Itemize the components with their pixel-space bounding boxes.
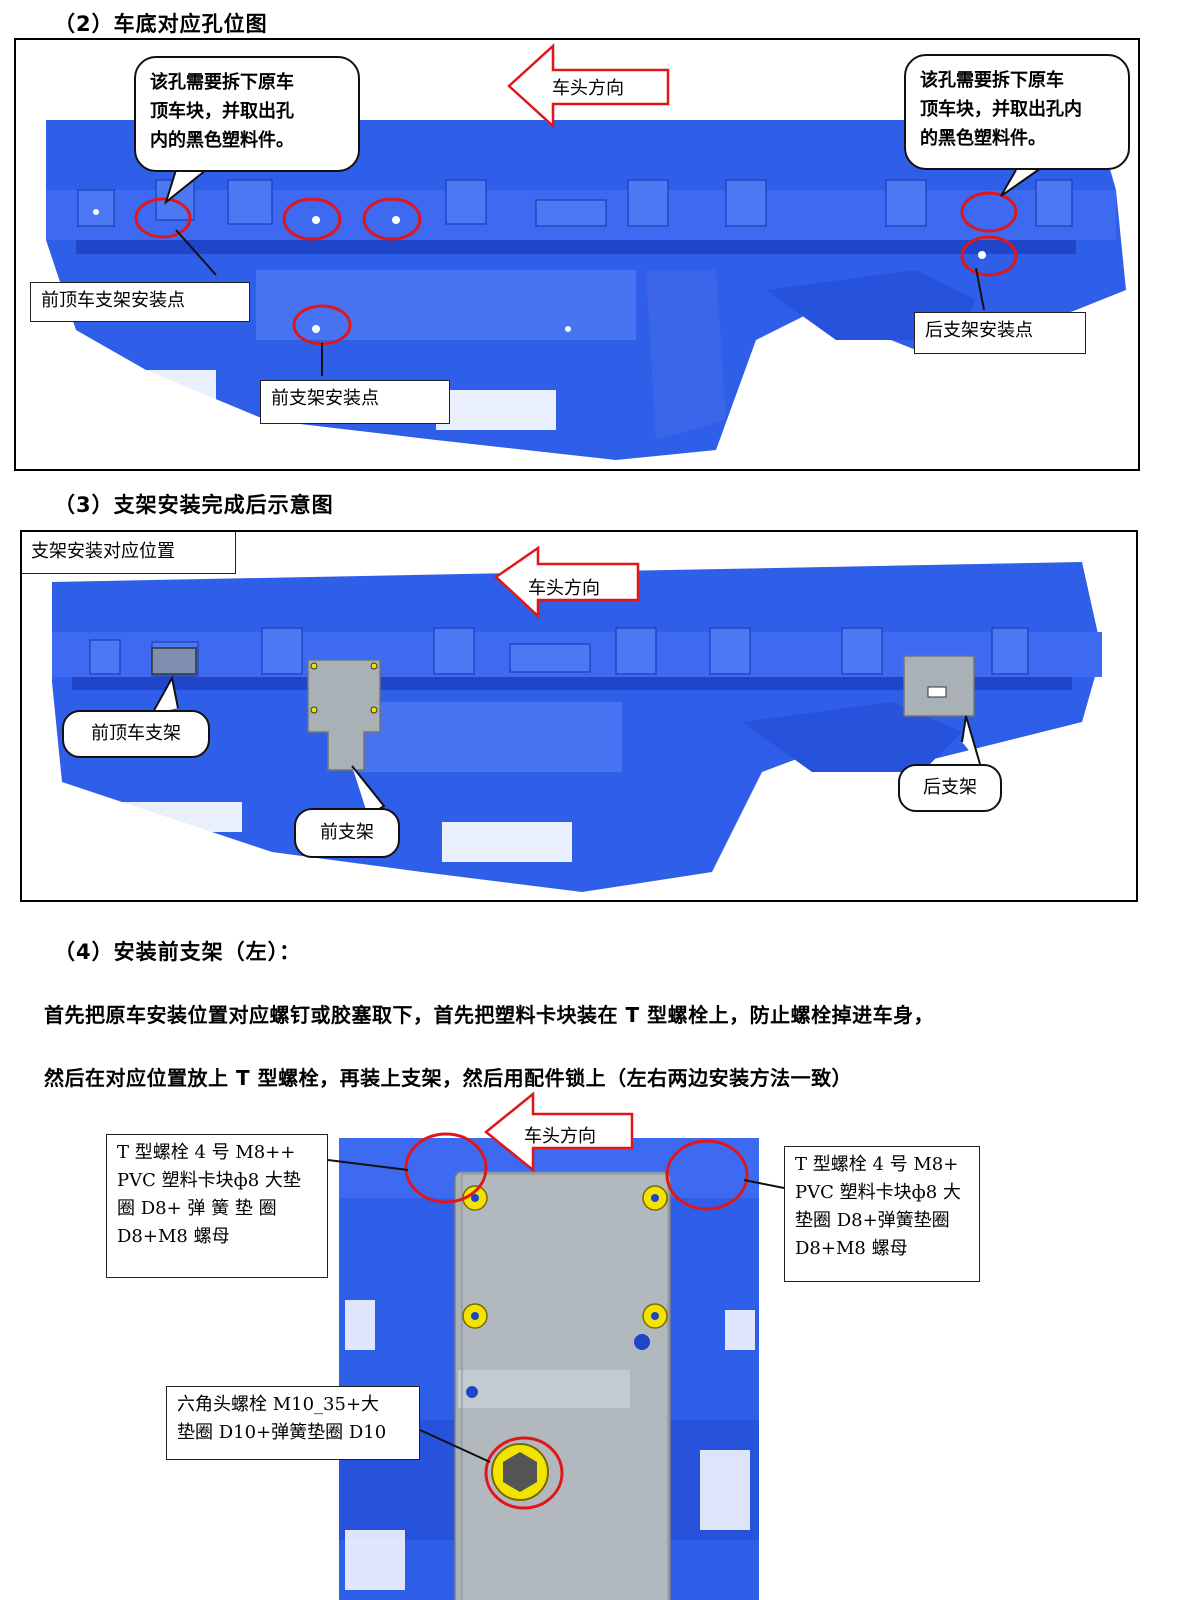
direction-arrow-icon xyxy=(494,545,640,619)
front-roof-bracket-plate xyxy=(151,647,197,675)
callout-right-t-bolt: T 型螺栓 4 号 M8+ PVC 塑料卡块ф8 大 垫圈 D8+弹簧垫圈 D8… xyxy=(784,1146,980,1282)
hole-highlight xyxy=(960,235,1018,277)
direction-arrow-icon xyxy=(484,1091,634,1173)
instruction-line-2: 然后在对应位置放上 T 型螺栓，再装上支架，然后用配件锁上（左右两边安装方法一致… xyxy=(44,1066,853,1090)
hole-highlight xyxy=(404,1132,488,1204)
direction-label: 车头方向 xyxy=(528,578,600,599)
label-bracket-position: 支架安装对应位置 xyxy=(22,532,236,574)
hole-highlight xyxy=(134,197,192,239)
direction-label: 车头方向 xyxy=(524,1126,596,1147)
callout-right-remove-block: 该孔需要拆下原车 顶车块，并取出孔内 的黑色塑料件。 xyxy=(904,54,1130,170)
label-front-bracket: 前支架 xyxy=(294,808,400,858)
callout-hex-bolt: 六角头螺栓 M10_35+大 垫圈 D10+弹簧垫圈 D10 xyxy=(166,1386,420,1460)
label-front-mount: 前支架安装点 xyxy=(260,380,450,424)
hole-highlight xyxy=(665,1139,749,1211)
section-2-heading: （2）车底对应孔位图 xyxy=(54,12,268,36)
rear-bracket-plate xyxy=(903,655,975,717)
front-bracket-closeup-image xyxy=(327,1091,785,1600)
label-rear-bracket: 后支架 xyxy=(898,764,1002,812)
label-front-roof-mount: 前顶车支架安装点 xyxy=(30,282,250,322)
section-4-heading: （4）安装前支架（左）： xyxy=(54,940,302,964)
label-front-roof-bracket: 前顶车支架 xyxy=(62,710,210,758)
hole-highlight xyxy=(362,197,422,241)
direction-label: 车头方向 xyxy=(552,78,624,99)
hole-highlight xyxy=(484,1436,564,1510)
direction-arrow-icon xyxy=(507,43,670,129)
underbody-scan-image xyxy=(46,43,1126,460)
front-bracket-plate xyxy=(307,659,381,771)
section-2-figure: 车头方向 该孔需要拆下原车 顶车块，并取出孔 内的黑色塑料件。 该孔需要拆下原车… xyxy=(14,38,1140,471)
instruction-line-1: 首先把原车安装位置对应螺钉或胶塞取下，首先把塑料卡块装在 T 型螺栓上，防止螺栓… xyxy=(44,1003,935,1027)
label-rear-mount: 后支架安装点 xyxy=(914,312,1086,354)
callout-left-remove-block: 该孔需要拆下原车 顶车块，并取出孔 内的黑色塑料件。 xyxy=(134,56,360,172)
callout-left-t-bolt: T 型螺栓 4 号 M8++ PVC 塑料卡块ф8 大垫 圈 D8+ 弹 簧 垫… xyxy=(106,1134,328,1278)
section-3-heading: （3）支架安装完成后示意图 xyxy=(54,493,334,517)
section-4-figure: 车头方向 T 型螺栓 4 号 M8++ PVC 塑料卡块ф8 大垫 圈 D8+ … xyxy=(0,1090,1178,1600)
hole-highlight xyxy=(282,197,342,241)
section-3-figure: 车头方向 支架安装对应位置 前顶车支架 前支架 后支架 xyxy=(20,530,1138,902)
hole-highlight xyxy=(960,191,1018,233)
